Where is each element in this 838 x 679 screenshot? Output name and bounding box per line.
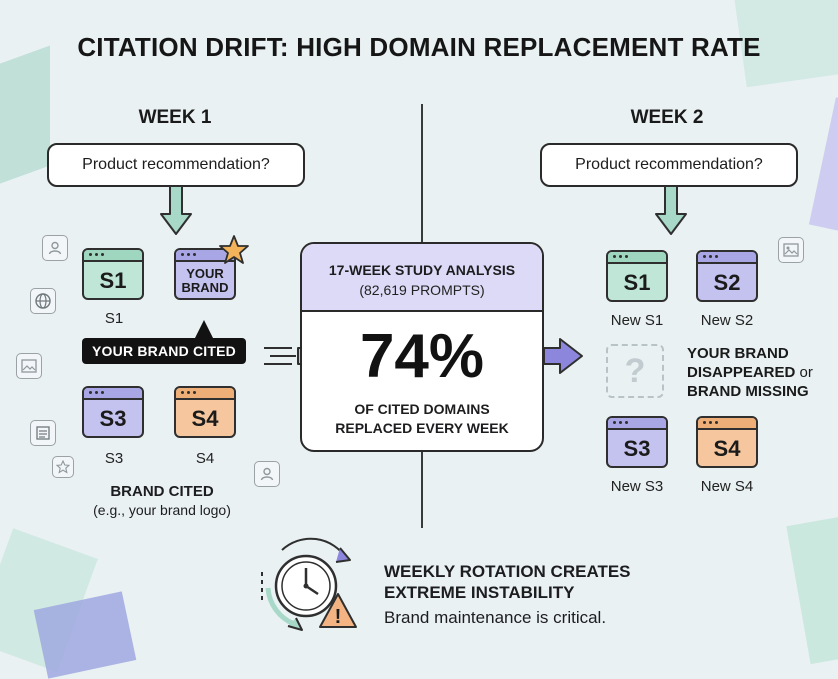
replacement-percent: 74% <box>359 322 485 391</box>
user-icon-lower <box>254 461 280 487</box>
week1-tile-brand-text: YOUR BRAND <box>181 266 229 295</box>
study-card: 17-WEEK STUDY ANALYSIS (82,619 PROMPTS) … <box>300 242 544 452</box>
brand-missing-note: YOUR BRAND DISAPPEARED or BRAND MISSING <box>687 344 832 401</box>
study-header: 17-WEEK STUDY ANALYSIS (82,619 PROMPTS) <box>302 244 542 312</box>
week2-caption-s1: New S1 <box>610 312 664 329</box>
clock-icon <box>261 537 351 631</box>
week1-tile-s1: S1 <box>82 248 144 300</box>
footer-title: WEEKLY ROTATION CREATES EXTREME INSTABIL… <box>384 561 631 603</box>
week1-tile-s1-text: S1 <box>99 268 127 293</box>
missing-line2b: or <box>795 364 813 381</box>
week2-heading: WEEK 2 <box>630 107 704 128</box>
week2-caption-s4: New S4 <box>700 478 754 495</box>
brand-cited-pointer <box>195 320 213 338</box>
divider-top <box>421 104 423 242</box>
week2-tile-s4-text: S4 <box>713 436 741 461</box>
divider-bottom <box>421 448 423 528</box>
footer-title-line1: WEEKLY ROTATION CREATES <box>384 562 631 581</box>
globe-icon <box>30 288 56 314</box>
week2-tile-s4: S4 <box>696 416 758 468</box>
warning-icon: ! <box>319 593 357 628</box>
week1-tile-s4: S4 <box>174 386 236 438</box>
week1-down-arrow <box>160 186 192 235</box>
week1-prompt-bubble: Product recommendation? <box>47 143 305 187</box>
study-desc-line2: REPLACED EVERY WEEK <box>335 420 509 436</box>
week2-tile-s1-text: S1 <box>623 270 651 295</box>
corner-shape-bottom-right <box>786 515 838 665</box>
missing-brand-placeholder: ? <box>606 344 664 398</box>
missing-line1: YOUR BRAND <box>687 345 789 362</box>
image-icon <box>16 353 42 379</box>
missing-line3: BRAND MISSING <box>687 383 809 400</box>
week2-caption-s3: New S3 <box>610 478 664 495</box>
warning-mark: ! <box>335 606 342 628</box>
week2-tile-s2: S2 <box>696 250 758 302</box>
image-icon-right <box>778 237 804 263</box>
week1-footer-sub: (e.g., your brand logo) <box>93 502 231 518</box>
corner-shape-top-left <box>0 45 50 195</box>
footer-subtitle: Brand maintenance is critical. <box>384 608 607 627</box>
week2-tile-s2-text: S2 <box>713 270 741 295</box>
study-heading: 17-WEEK STUDY ANALYSIS <box>328 262 516 278</box>
missing-question-mark: ? <box>624 352 646 390</box>
study-desc-line1: OF CITED DOMAINS <box>354 401 490 417</box>
week1-tile-s3: S3 <box>82 386 144 438</box>
study-subheading: (82,619 PROMPTS) <box>359 282 485 298</box>
week2-tile-s3: S3 <box>606 416 668 468</box>
star-icon <box>219 235 249 264</box>
document-icon <box>30 420 56 446</box>
week1-heading: WEEK 1 <box>138 107 212 128</box>
week1-caption-s4: S4 <box>195 450 215 467</box>
week2-prompt-bubble: Product recommendation? <box>540 143 798 187</box>
week1-footer-title: BRAND CITED <box>110 483 214 500</box>
week2-down-arrow <box>655 186 687 235</box>
brand-cited-label: YOUR BRAND CITED <box>82 338 246 364</box>
week1-caption-s3: S3 <box>104 450 124 467</box>
week1-caption-s1: S1 <box>104 310 124 327</box>
footer-title-line2: EXTREME INSTABILITY <box>384 583 575 602</box>
week1-tile-s4-text: S4 <box>191 406 219 431</box>
week1-tile-s3-text: S3 <box>99 406 127 431</box>
week2-tile-s3-text: S3 <box>623 436 651 461</box>
missing-line2a: DISAPPEARED <box>687 364 796 381</box>
user-icon <box>42 235 68 261</box>
week1-tile-your-brand: YOUR BRAND <box>174 248 236 300</box>
star-outline-icon <box>52 456 74 478</box>
week2-caption-s2: New S2 <box>700 312 754 329</box>
page-title: CITATION DRIFT: HIGH DOMAIN REPLACEMENT … <box>77 32 761 62</box>
week2-tile-s1: S1 <box>606 250 668 302</box>
corner-shape-right-mid <box>808 97 838 233</box>
